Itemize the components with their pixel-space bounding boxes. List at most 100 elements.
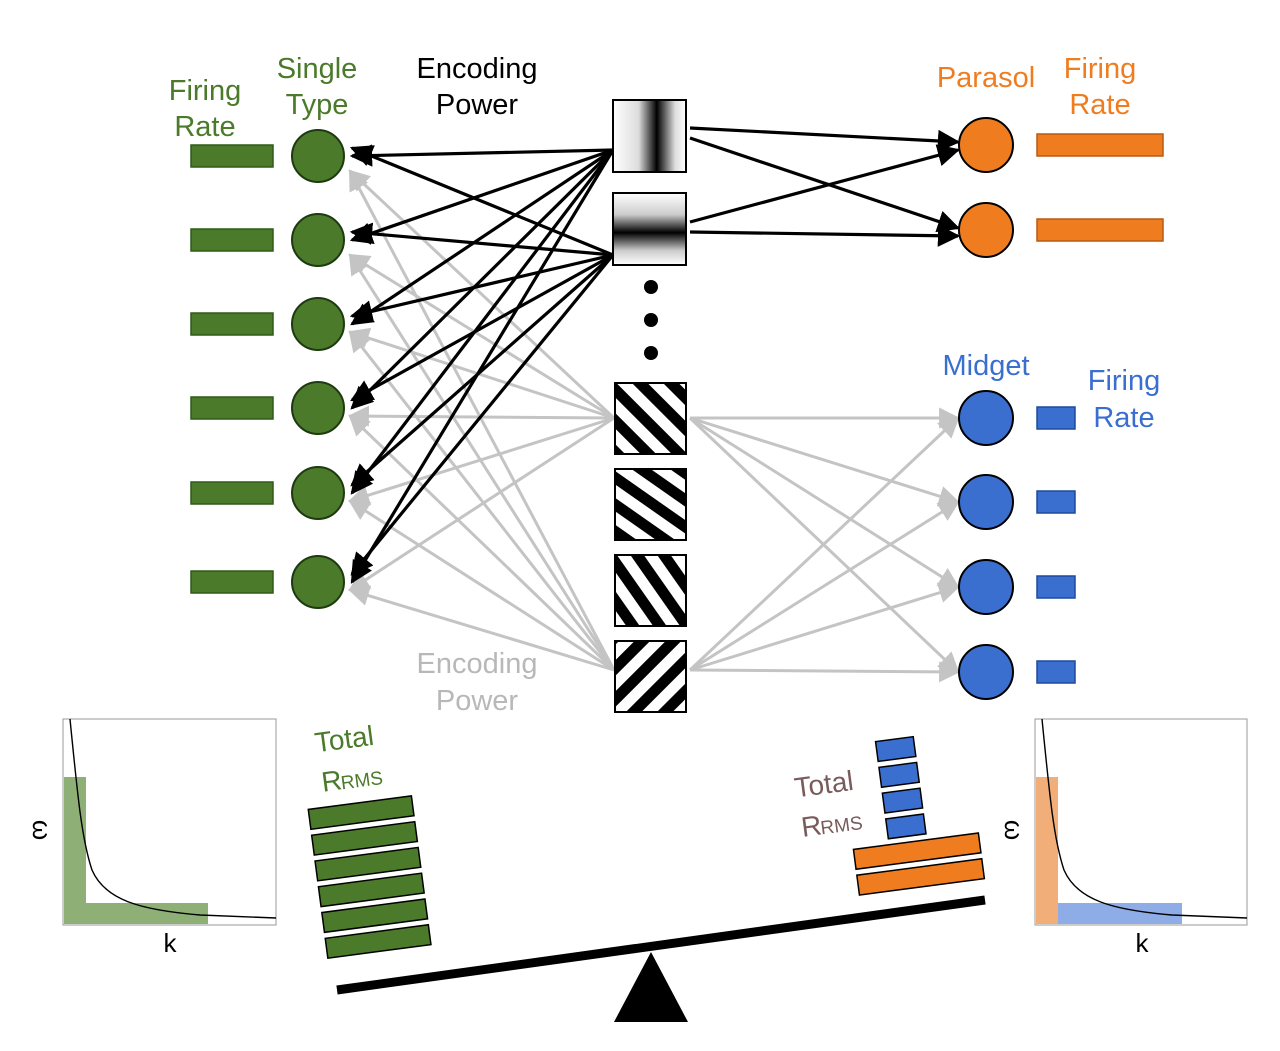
gray-arrow — [348, 253, 616, 671]
gray-arrow — [348, 330, 616, 671]
gray-arrow — [689, 416, 960, 589]
black-arrow — [349, 253, 614, 323]
rrms-right-sub: RMS — [819, 813, 864, 839]
green-firing-bar — [190, 570, 274, 594]
parasol-firing-bar — [1036, 218, 1164, 242]
gray-arrow — [348, 169, 616, 671]
stimulus-low-freq-1 — [612, 99, 687, 173]
green-rrms-block — [310, 820, 419, 856]
midget-firing-bar — [1036, 575, 1076, 599]
plot-left-y-label: ω — [27, 820, 57, 840]
power-law-curve — [69, 718, 277, 919]
green-rrms-block — [314, 846, 422, 882]
midget-firing-bar — [1036, 490, 1076, 514]
encoding-power-top-1: Encoding — [417, 53, 538, 85]
encoding-power-bottom-1: Encoding — [417, 648, 538, 680]
midget-label: Midget — [942, 350, 1029, 382]
gray-arrow — [347, 585, 615, 672]
gray-arrow — [688, 416, 960, 672]
plot-right-x-label: k — [1136, 928, 1150, 958]
parasol-cell — [958, 117, 1014, 173]
rrms-left-sub: RMS — [340, 768, 385, 794]
black-encoding-arrows — [349, 126, 961, 584]
plot-frame — [62, 718, 277, 926]
single-type-cell — [291, 129, 345, 183]
stimulus-low-freq-2 — [612, 192, 687, 266]
plot-frame — [1034, 718, 1248, 926]
midget-firing-label-1: Firing — [1088, 365, 1161, 397]
black-arrow — [350, 253, 615, 487]
seesaw-beam — [336, 895, 986, 995]
ellipsis-dot — [644, 313, 658, 327]
gray-arrow — [348, 416, 615, 592]
stimulus-column — [612, 99, 687, 713]
right-spectrum-plot: ω k — [999, 718, 1248, 958]
green-firing-label-1: Firing — [169, 75, 242, 107]
green-firing-bar — [190, 312, 274, 336]
midget-column — [958, 390, 1076, 700]
stimulus-grating-4 — [614, 640, 687, 713]
ellipsis-dot — [644, 280, 658, 294]
midget-firing-label-2: Rate — [1093, 402, 1154, 434]
stimulus-grating-2 — [614, 468, 687, 541]
gray-arrow — [689, 416, 961, 507]
single-type-label-1: Single — [277, 53, 358, 85]
green-rrms-block — [320, 898, 429, 934]
blue-coverage — [1058, 903, 1182, 924]
left-spectrum-plot: ω k — [27, 718, 277, 958]
gray-arrow — [348, 414, 616, 672]
midget-cell — [958, 644, 1014, 700]
black-arrow — [350, 253, 614, 402]
gray-encoding-arrows — [347, 169, 961, 683]
black-arrow — [689, 136, 961, 233]
encoding-power-bottom-2: Power — [436, 685, 519, 717]
single-type-cell — [291, 555, 345, 609]
blue-rrms-block — [878, 761, 921, 789]
green-firing-label-2: Rate — [174, 111, 235, 143]
green-rrms-label: Total R RMS — [313, 720, 385, 798]
black-arrow — [349, 222, 614, 257]
orange-rrms-block — [852, 832, 982, 871]
gray-arrow — [348, 169, 616, 420]
single-type-column — [190, 129, 345, 609]
green-firing-bar — [190, 481, 274, 505]
gray-arrow — [347, 416, 615, 506]
power-law-curve — [1041, 718, 1248, 919]
single-type-label-2: Type — [286, 89, 349, 121]
green-rrms-stack — [307, 795, 432, 960]
black-arrow — [350, 148, 615, 410]
blue-rrms-block — [874, 735, 917, 763]
labels: Firing Rate Single Type Encoding Power E… — [169, 53, 1161, 717]
gray-arrow — [689, 661, 961, 683]
green-coverage-horizontal — [86, 903, 208, 924]
single-type-cell — [291, 213, 345, 267]
midget-cell — [958, 559, 1014, 615]
black-arrow — [349, 148, 614, 245]
plot-left-x-label: k — [164, 928, 178, 958]
midget-cell — [958, 390, 1014, 446]
stimulus-grating-3 — [614, 554, 687, 627]
parasol-label: Parasol — [937, 62, 1035, 94]
mixed-rrms-stack — [852, 735, 986, 896]
midget-firing-bar — [1036, 660, 1076, 684]
black-arrow — [349, 145, 614, 257]
total-right-label: Total — [793, 765, 856, 803]
black-arrow — [349, 144, 614, 167]
single-type-cell — [291, 297, 345, 351]
black-arrow — [350, 149, 615, 584]
blue-rrms-block — [884, 813, 927, 840]
gray-arrow — [689, 500, 960, 672]
gray-arrow — [348, 499, 615, 672]
green-rrms-block — [317, 872, 426, 908]
black-arrow — [350, 148, 614, 326]
total-left-label: Total — [313, 720, 376, 758]
black-arrow — [689, 144, 961, 224]
black-arrow — [689, 126, 961, 153]
parasol-firing-bar — [1036, 133, 1164, 157]
encoding-power-top-2: Power — [436, 89, 519, 121]
gray-arrow — [348, 253, 615, 420]
orange-rrms-block — [855, 857, 986, 896]
seesaw-fulcrum — [614, 952, 688, 1022]
stimulus-grating-1 — [614, 382, 687, 455]
